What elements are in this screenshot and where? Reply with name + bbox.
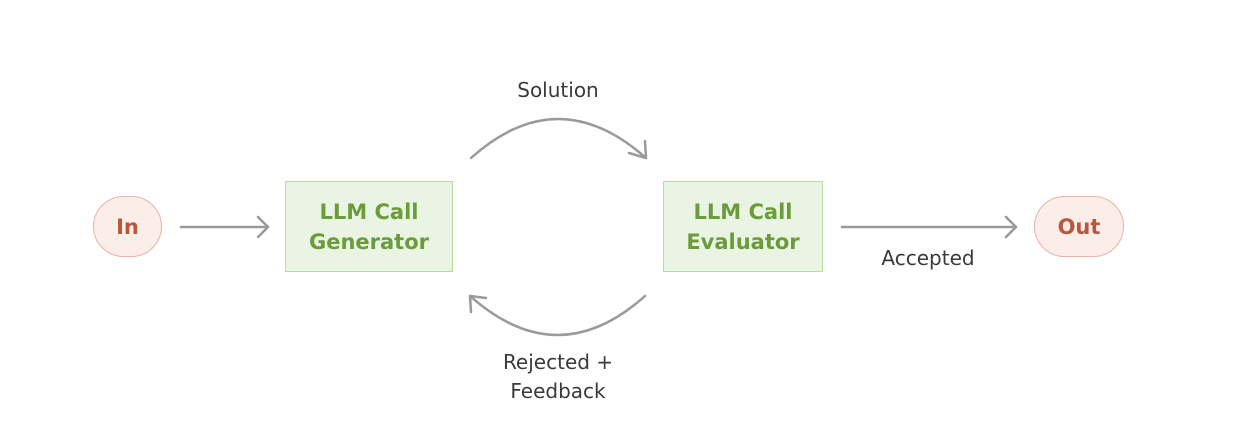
evaluator-node-line2: Evaluator <box>686 229 800 254</box>
generator-node-line1: LLM Call <box>319 199 419 224</box>
generator-node-line2: Generator <box>308 229 430 254</box>
accepted-edge-label: Accepted <box>881 246 975 270</box>
rejected-edge-label: Rejected + Feedback <box>478 348 638 406</box>
output-node-label: Out <box>1057 214 1101 239</box>
input-node-label: In <box>116 214 139 239</box>
rejected-edge-label-line2: Feedback <box>510 379 606 403</box>
arrow-feedback-arc <box>468 294 647 337</box>
solution-edge-label: Solution <box>517 78 599 102</box>
generator-node: LLM Call Generator <box>285 181 453 272</box>
arrow-evaluator-to-out <box>840 215 1018 239</box>
arrow-solution-arc <box>469 117 648 160</box>
arrow-in-to-generator <box>179 215 270 239</box>
evaluator-node: LLM Call Evaluator <box>663 181 823 272</box>
output-node: Out <box>1034 196 1124 257</box>
input-node: In <box>93 196 162 257</box>
evaluator-node-line1: LLM Call <box>693 199 793 224</box>
rejected-edge-label-line1: Rejected + <box>502 350 614 374</box>
